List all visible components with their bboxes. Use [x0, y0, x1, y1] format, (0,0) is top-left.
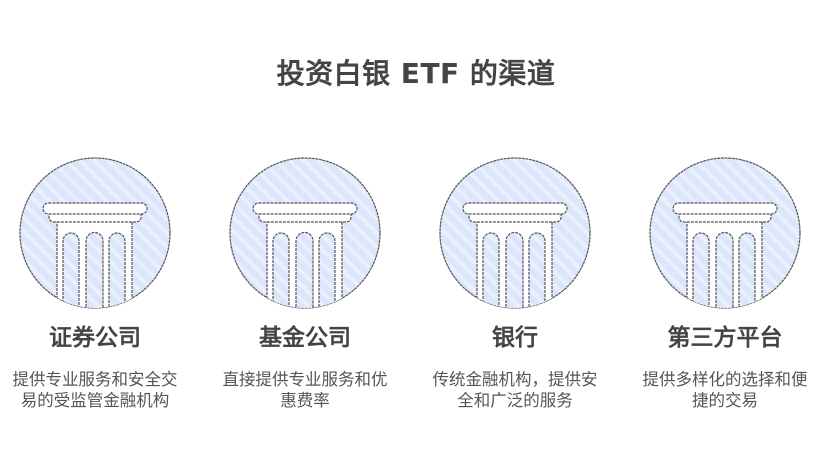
channel-title: 证券公司 [49, 325, 141, 351]
pillar-icon [435, 155, 595, 315]
channel-title: 银行 [492, 325, 538, 351]
pillar-icon [645, 155, 805, 315]
channel-description: 传统金融机构，提供安全和广泛的服务 [432, 370, 598, 410]
channel-description: 提供多样化的选择和便捷的交易 [642, 370, 808, 410]
channel-description: 提供专业服务和安全交易的受监管金融机构 [12, 370, 178, 410]
channel-card-third-party: 第三方平台 提供多样化的选择和便捷的交易 [630, 155, 820, 455]
channel-card-securities: 证券公司 提供专业服务和安全交易的受监管金融机构 [0, 155, 190, 455]
channel-card-fund: 基金公司 直接提供专业服务和优惠费率 [210, 155, 400, 455]
diagram-title: 投资白银 ETF 的渠道 [276, 57, 556, 90]
channel-title: 基金公司 [259, 325, 351, 351]
pillar-icon [225, 155, 385, 315]
channel-title: 第三方平台 [667, 325, 783, 351]
channel-description: 直接提供专业服务和优惠费率 [222, 370, 388, 410]
channel-card-bank: 银行 传统金融机构，提供安全和广泛的服务 [420, 155, 610, 455]
pillar-icon [15, 155, 175, 315]
